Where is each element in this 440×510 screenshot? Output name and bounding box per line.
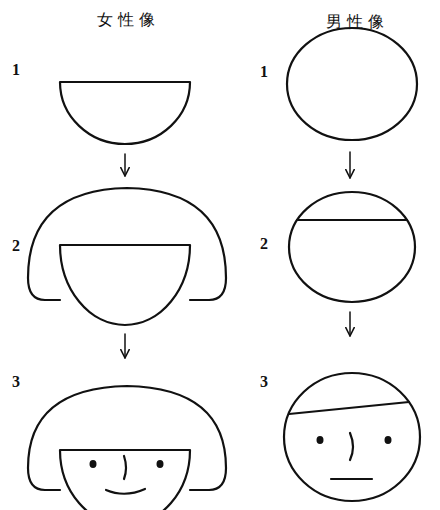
eye: [317, 436, 324, 444]
step-arrow: [124, 154, 126, 176]
mouth: [331, 478, 372, 480]
female-face-step1: [60, 82, 190, 144]
female-face-step3: [60, 450, 190, 510]
column-heading: 男性像: [326, 12, 389, 31]
step-arrow: [349, 312, 351, 336]
step-number: 2: [12, 236, 20, 255]
step-number: 2: [260, 234, 268, 253]
step-arrow: [349, 152, 351, 178]
step-number: 1: [260, 62, 268, 81]
male-face-step3: [284, 373, 420, 501]
hair-line: [297, 219, 407, 221]
nose: [124, 456, 126, 479]
step-arrow: [124, 334, 126, 358]
hair-line: [289, 402, 409, 414]
eye: [385, 436, 392, 444]
male-face-step1: [287, 28, 417, 140]
column-heading: 女性像: [97, 10, 160, 29]
nose: [350, 433, 353, 460]
step-number: 3: [12, 372, 20, 391]
step-number: 3: [260, 372, 268, 391]
female-face-step2: [60, 245, 190, 325]
eye: [157, 460, 164, 468]
eye: [90, 460, 97, 468]
male-face-step2: [289, 192, 415, 302]
step-number: 1: [12, 60, 20, 79]
mouth: [106, 489, 145, 494]
